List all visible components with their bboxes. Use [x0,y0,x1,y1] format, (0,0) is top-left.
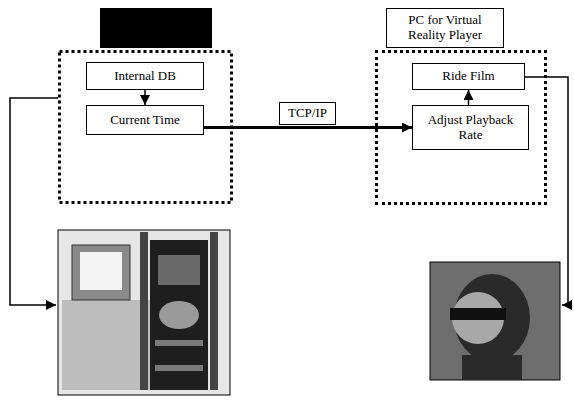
box-label: Internal DB [114,69,176,84]
photo-frame [58,230,230,395]
process-box: Current Time [86,105,204,135]
photo-glasses [450,308,506,320]
photo-device-part [155,340,203,346]
photo-panel [72,245,130,300]
machine-photo [58,230,230,395]
headset-photo [430,262,560,380]
group-box: PC for Virtual Reality PlayerRide FilmAd… [375,50,547,205]
photo-device-part [159,301,199,329]
photo-neck [462,355,522,380]
connector [204,126,412,129]
photo-device [150,240,208,390]
photo-device-part [140,232,148,390]
box-label: Current Time [110,113,180,128]
redacted-box [100,8,212,48]
process-box: Ride Film [412,63,525,90]
group-heading: PC for Virtual Reality Player [386,8,504,48]
photo-device-part [210,232,218,390]
process-box: Adjust Playback Rate [412,105,529,150]
edge-label: TCP/IP [279,102,336,125]
connector [468,90,470,105]
connector [144,90,146,105]
box-label: Adjust Playback Rate [417,113,524,143]
photo-screen [80,252,122,290]
box-label: Ride Film [442,69,494,84]
photo-frame [430,262,560,380]
photo-device-part [155,365,203,371]
leader-line [10,98,58,305]
photo-device-part [158,255,200,285]
process-box: Internal DB [86,62,204,90]
